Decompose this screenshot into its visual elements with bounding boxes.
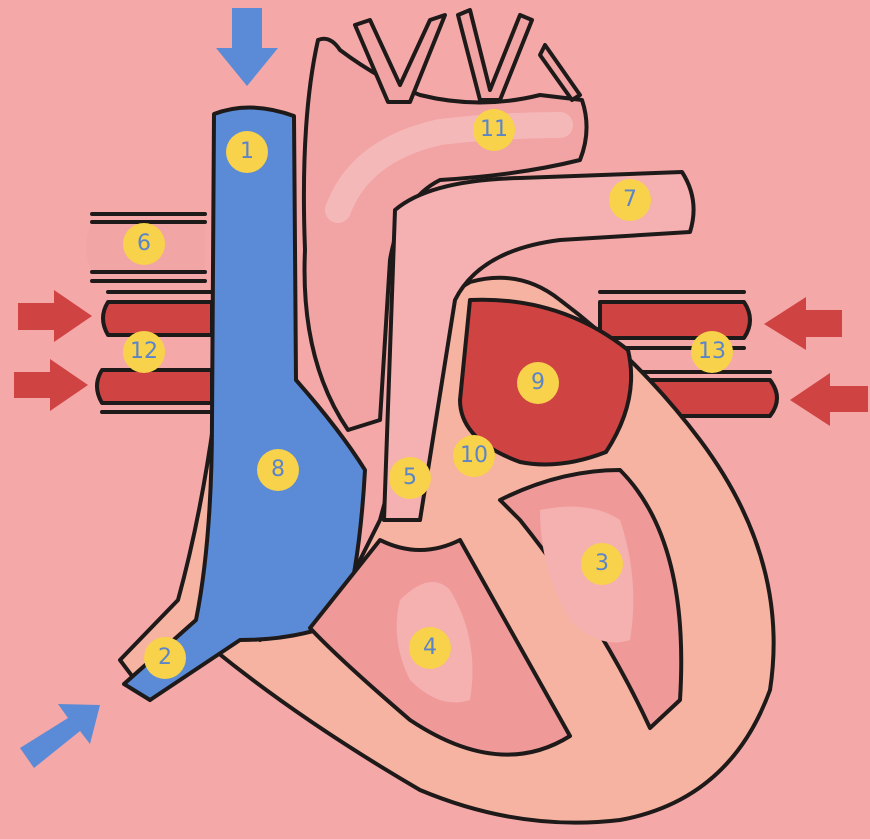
label-6: 6 [123,223,165,265]
label-11: 11 [473,109,515,151]
label-7: 7 [609,179,651,221]
label-2: 2 [144,637,186,679]
arrow-left-lower [14,359,88,411]
arrow-right-lower [790,373,868,426]
label-10: 10 [453,435,495,477]
label-1: 1 [226,131,268,173]
arrow-top [216,8,278,86]
label-13: 13 [691,331,733,373]
arrow-right-upper [764,297,842,350]
label-5: 5 [389,457,431,499]
label-9: 9 [517,362,559,404]
label-8: 8 [257,449,299,491]
label-12: 12 [123,331,165,373]
aortic-branch-3 [540,45,580,100]
arrow-left-upper [18,290,92,342]
aortic-branch-2 [458,10,532,100]
label-4: 4 [409,627,451,669]
label-3: 3 [581,543,623,585]
arrow-bottom-left [20,704,100,768]
